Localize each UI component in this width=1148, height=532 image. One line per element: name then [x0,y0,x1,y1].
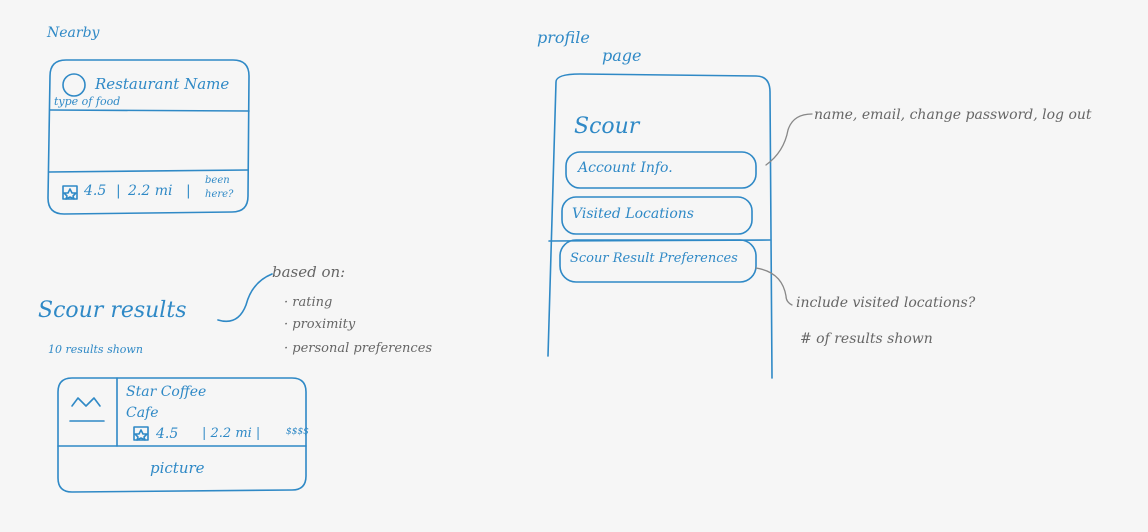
nearby-separator-1: | [116,183,121,199]
result-picture-label: picture [150,459,205,477]
results-count: 10 results shown [48,343,143,356]
nearby-card-divider-bottom [48,169,249,173]
preference-note-visited: include visited locations? [796,295,976,311]
visited-locations-button-border [561,196,753,235]
scour-results-heading: Scour results [38,298,187,323]
based-on-preferences: · personal preferences [284,341,433,356]
been-here-line1[interactable]: been [205,175,230,186]
result-star-icon [133,426,149,441]
brace-connector [217,273,273,323]
preferences-button-border [559,239,757,283]
nearby-card-divider-top [49,109,250,112]
profile-frame [547,73,773,379]
based-on-rating: · rating [284,295,333,310]
nearby-separator-2: | [186,183,191,199]
nearby-rating: 4.5 [84,183,107,199]
preferences-note-connector [755,267,793,306]
profile-heading-line1: profile [537,28,590,47]
nearby-heading: Nearby [47,25,100,41]
result-price: $$$$ [286,427,309,437]
crown-logo-icon [69,397,105,422]
based-on-label: based on: [272,263,346,281]
nearby-star-icon [62,185,78,200]
preference-note-count: # of results shown [800,331,933,347]
preferences-button[interactable]: Scour Result Preferences [570,251,738,266]
restaurant-avatar-icon [62,73,86,97]
profile-heading-line2: page [602,46,642,65]
nearby-card-border [47,59,250,215]
account-info-button[interactable]: Account Info. [578,160,673,176]
restaurant-name: Restaurant Name [95,75,230,93]
account-note-connector [765,113,813,166]
result-category: Cafe [126,405,159,421]
nearby-distance: 2.2 mi [128,183,173,199]
result-name: Star Coffee [126,384,207,400]
account-info-button-border [565,151,757,189]
visited-locations-button[interactable]: Visited Locations [572,206,694,222]
been-here-line2[interactable]: here? [205,189,234,200]
result-card-border [57,377,307,493]
result-rating: 4.5 [156,426,179,442]
based-on-proximity: · proximity [284,317,356,332]
result-distance: | 2.2 mi | [202,426,261,441]
food-type: type of food [54,95,121,108]
profile-app-title: Scour [574,114,640,139]
account-note: name, email, change password, log out [814,107,1092,123]
